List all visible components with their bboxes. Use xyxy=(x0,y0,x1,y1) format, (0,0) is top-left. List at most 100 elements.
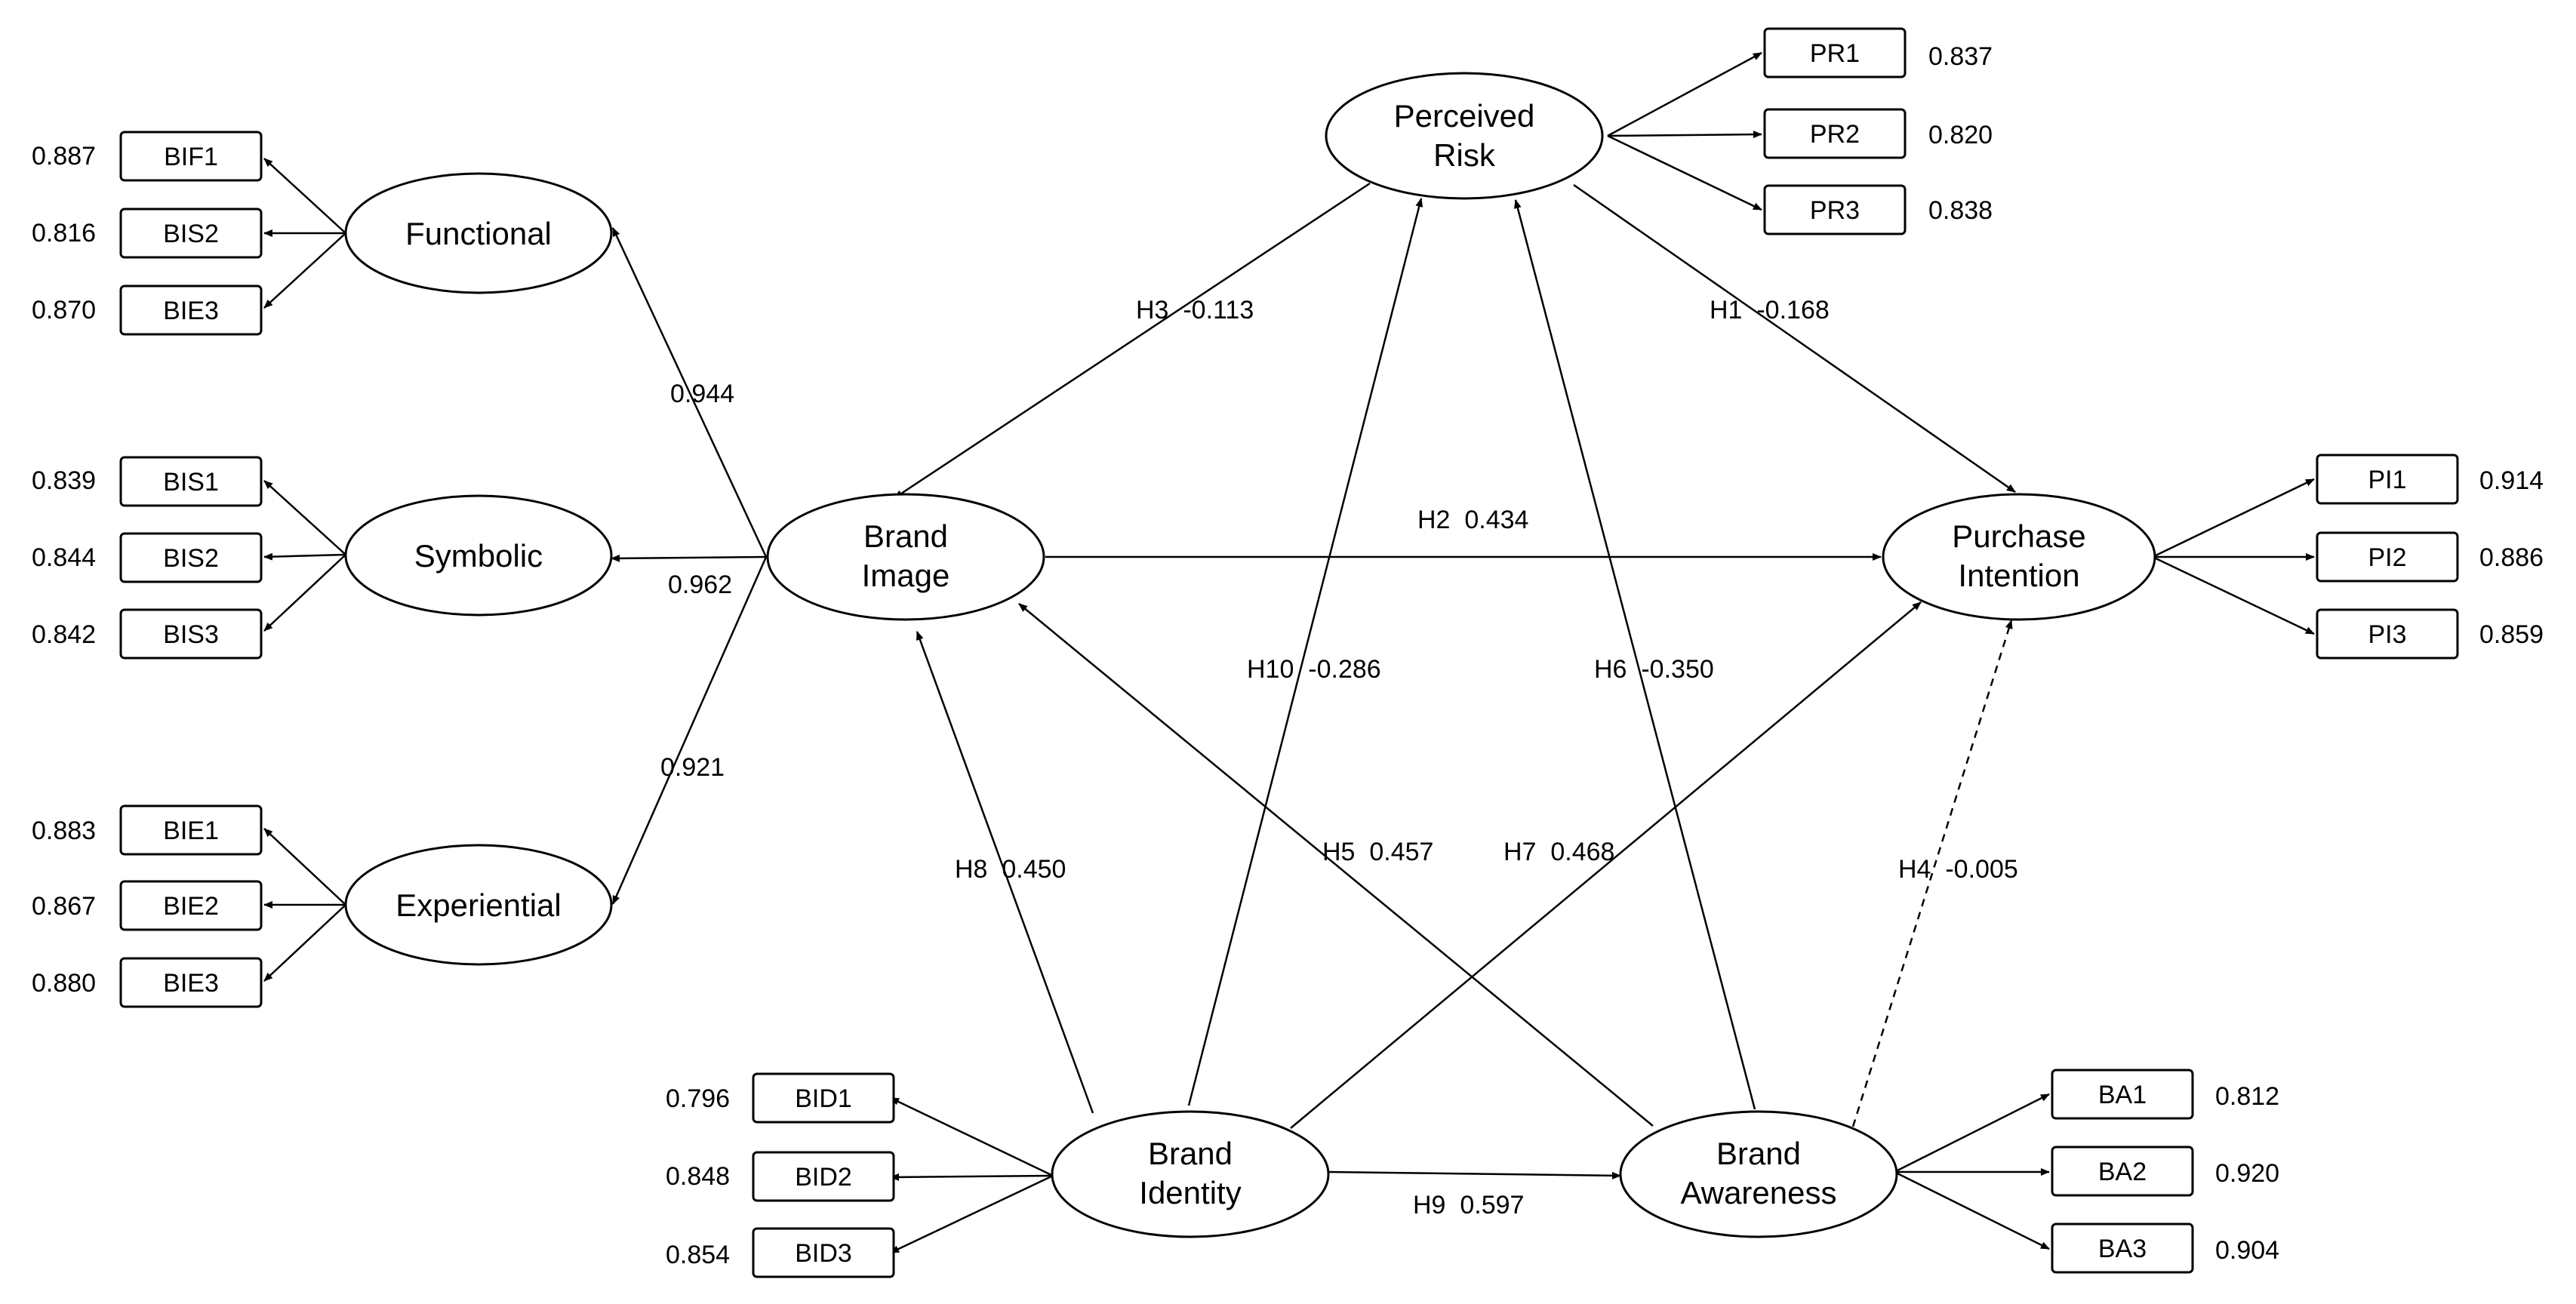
construct-perceived-risk-label-line1: Perceived xyxy=(1394,98,1535,134)
arrow-brand-identity-bid3 xyxy=(890,1174,1054,1254)
construct-perceived-risk: Perceived Risk xyxy=(1325,72,1604,200)
indicator-bis3-label: BIS3 xyxy=(163,620,219,649)
indicator-pr1-label: PR1 xyxy=(1810,39,1860,68)
construct-purchase-intention-label-line1: Purchase xyxy=(1952,518,2085,554)
path-h9 xyxy=(1328,1170,1621,1179)
loading-brand-image-functional: 0.944 xyxy=(670,380,734,408)
arrow-brand-image-functional xyxy=(611,227,768,558)
arrow-brand-identity-bid2 xyxy=(890,1173,1054,1181)
arrow-brand-identity-bid1 xyxy=(890,1096,1054,1177)
indicator-ba2: BA2 0.920 xyxy=(2051,1146,2279,1197)
indicator-bis2-functional: BIS2 0.816 xyxy=(32,208,263,259)
indicator-bis3-loading: 0.842 xyxy=(32,620,96,649)
indicator-bif1-loading: 0.887 xyxy=(32,142,96,171)
indicator-bid3: BID3 0.854 xyxy=(666,1227,895,1278)
indicator-pi2-label: PI2 xyxy=(2368,543,2406,572)
indicator-bid3-label: BID3 xyxy=(795,1239,852,1268)
construct-brand-image-label-line2: Image xyxy=(862,558,950,593)
indicator-bid1-label: BID1 xyxy=(795,1084,852,1113)
construct-brand-identity-label-line1: Brand xyxy=(1148,1136,1233,1171)
construct-functional: Functional xyxy=(344,172,613,294)
path-h4 xyxy=(1851,620,2013,1127)
path-label-h7: H7 0.468 xyxy=(1503,838,1614,866)
indicator-bie1: BIE1 0.883 xyxy=(32,804,263,856)
indicator-pr2-loading: 0.820 xyxy=(1928,121,1993,149)
indicator-bie3-experiential-loading: 0.880 xyxy=(32,969,96,998)
indicator-pi2-loading: 0.886 xyxy=(2479,543,2544,572)
path-label-h2: H2 0.434 xyxy=(1417,506,1528,534)
indicator-pi3-loading: 0.859 xyxy=(2479,620,2544,649)
indicator-bie3-experiential: BIE3 0.880 xyxy=(32,957,263,1008)
path-h7 xyxy=(1290,601,1922,1129)
arrow-symbolic-bis3 xyxy=(263,554,346,632)
path-label-h10: H10 -0.286 xyxy=(1247,655,1381,684)
indicator-pr3-label: PR3 xyxy=(1810,196,1860,225)
path-label-h6: H6 -0.350 xyxy=(1594,655,1714,684)
construct-brand-awareness-label-line1: Brand xyxy=(1716,1136,1801,1171)
construct-brand-image: Brand Image xyxy=(766,493,1045,621)
arrow-purchase-intention-pi3 xyxy=(2152,555,2315,635)
indicator-ba1-loading: 0.812 xyxy=(2215,1082,2279,1111)
construct-brand-awareness-label-line2: Awareness xyxy=(1680,1175,1836,1210)
arrow-functional-bie3 xyxy=(263,232,346,309)
arrow-experiential-bie3 xyxy=(263,904,346,982)
indicator-pr1-loading: 0.837 xyxy=(1928,42,1993,71)
indicator-bid1: BID1 0.796 xyxy=(666,1072,895,1124)
construct-symbolic-label: Symbolic xyxy=(414,538,543,574)
indicator-bis2-symbolic-loading: 0.844 xyxy=(32,543,96,572)
indicator-pr3: PR3 0.838 xyxy=(1763,184,1993,235)
arrow-functional-bif1 xyxy=(263,158,346,234)
indicator-pi2: PI2 0.886 xyxy=(2316,531,2544,583)
path-label-h3: H3 -0.113 xyxy=(1136,296,1254,324)
indicator-pi3: PI3 0.859 xyxy=(2316,608,2544,660)
path-label-h5: H5 0.457 xyxy=(1322,838,1433,866)
indicator-bie1-label: BIE1 xyxy=(163,817,219,845)
indicator-bis1-loading: 0.839 xyxy=(32,466,96,495)
arrow-brand-awareness-ba3 xyxy=(1894,1170,2050,1250)
path-h3 xyxy=(894,182,1371,500)
indicator-pi1: PI1 0.914 xyxy=(2316,454,2544,505)
arrow-brand-awareness-ba1 xyxy=(1894,1093,2050,1173)
construct-functional-label: Functional xyxy=(405,216,552,251)
indicator-bis2-functional-label: BIS2 xyxy=(163,220,219,248)
indicator-ba3-loading: 0.904 xyxy=(2215,1236,2279,1265)
arrow-brand-image-symbolic xyxy=(611,554,767,562)
path-label-h8: H8 0.450 xyxy=(955,855,1066,884)
construct-brand-image-label-line1: Brand xyxy=(863,518,948,554)
path-label-h1: H1 -0.168 xyxy=(1710,296,1830,324)
path-h5 xyxy=(1018,603,1654,1127)
construct-brand-identity: Brand Identity xyxy=(1051,1110,1330,1238)
indicator-bie3-functional: BIE3 0.870 xyxy=(32,284,263,336)
construct-experiential-label: Experiential xyxy=(395,887,561,923)
path-h8 xyxy=(916,631,1094,1114)
construct-brand-identity-label-line2: Identity xyxy=(1139,1175,1241,1210)
arrow-brand-image-experiential xyxy=(611,556,768,905)
arrow-symbolic-bis1 xyxy=(263,480,346,555)
arrow-experiential-bie1 xyxy=(263,828,346,906)
indicator-pi1-label: PI1 xyxy=(2368,466,2406,494)
construct-purchase-intention: Purchase Intention xyxy=(1882,493,2156,621)
arrow-perceived-risk-pr1 xyxy=(1607,51,1762,137)
indicator-bis2-symbolic: BIS2 0.844 xyxy=(32,532,263,583)
indicator-pr2-label: PR2 xyxy=(1810,120,1860,149)
indicator-ba3-label: BA3 xyxy=(2098,1235,2147,1263)
indicator-bif1-label: BIF1 xyxy=(164,143,218,171)
indicator-bif1: BIF1 0.887 xyxy=(32,131,263,182)
path-h6 xyxy=(1513,199,1756,1110)
indicator-bis2-symbolic-label: BIS2 xyxy=(163,544,219,573)
indicator-bie2: BIE2 0.867 xyxy=(32,880,263,931)
construct-perceived-risk-label-line2: Risk xyxy=(1433,137,1496,173)
indicator-pr3-loading: 0.838 xyxy=(1928,196,1993,225)
construct-experiential: Experiential xyxy=(344,844,613,966)
indicator-bis1: BIS1 0.839 xyxy=(32,456,263,507)
indicator-bie1-loading: 0.883 xyxy=(32,817,96,845)
indicator-pi1-loading: 0.914 xyxy=(2479,466,2544,495)
indicator-bie2-loading: 0.867 xyxy=(32,892,96,921)
indicator-ba2-loading: 0.920 xyxy=(2215,1159,2279,1188)
indicator-bid1-loading: 0.796 xyxy=(666,1084,730,1113)
arrow-symbolic-bis2 xyxy=(263,552,346,561)
indicator-bis2-functional-loading: 0.816 xyxy=(32,219,96,248)
indicator-pi3-label: PI3 xyxy=(2368,620,2406,649)
indicator-bie2-label: BIE2 xyxy=(163,892,219,921)
